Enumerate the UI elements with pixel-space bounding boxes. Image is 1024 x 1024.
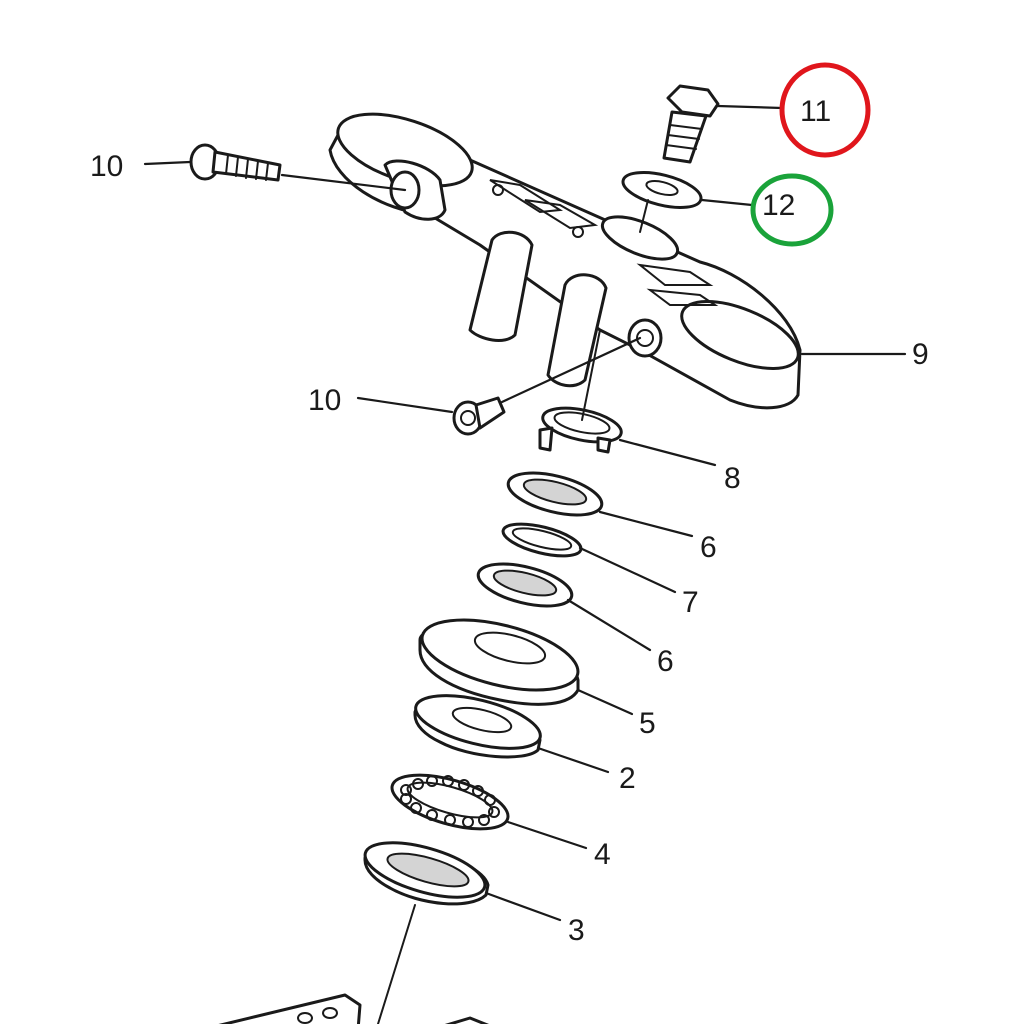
race-3-part xyxy=(363,841,490,906)
callout-7: 7 xyxy=(682,586,699,619)
callout-5: 5 xyxy=(639,707,656,740)
washer-12-part xyxy=(621,171,703,209)
highlight-circle-green xyxy=(750,173,834,247)
callout-11: 11 xyxy=(800,95,831,128)
callout-10-upper: 10 xyxy=(90,150,123,183)
callout-12: 12 xyxy=(762,189,795,222)
callout-6-lower: 6 xyxy=(657,645,674,678)
frame-fragment-part xyxy=(218,993,490,1024)
nut-6-lower-part xyxy=(476,562,574,608)
bolt-10-upper-part xyxy=(189,143,282,182)
callout-9: 9 xyxy=(912,338,929,371)
ring-8-part xyxy=(538,406,623,454)
nut-6-upper-part xyxy=(506,471,604,517)
bolt-11-part xyxy=(662,84,720,164)
highlight-circle-red xyxy=(779,62,871,158)
callout-10-lower: 10 xyxy=(308,384,341,417)
cover-5-part xyxy=(418,618,580,706)
callout-8: 8 xyxy=(724,462,741,495)
leader-lines xyxy=(143,104,907,922)
bearing-4-part xyxy=(390,773,510,831)
callout-3: 3 xyxy=(568,914,585,947)
callout-4: 4 xyxy=(594,838,611,871)
callout-6-upper: 6 xyxy=(700,531,717,564)
callout-2: 2 xyxy=(619,762,636,795)
bolt-10-lower-part xyxy=(452,396,506,436)
callout-labels: 10 11 12 9 10 8 6 7 6 5 2 4 3 xyxy=(90,95,929,947)
upper-bracket-part xyxy=(328,112,802,410)
assembly-axis-lines xyxy=(377,199,649,1024)
race-2-part xyxy=(413,694,542,759)
washer-7-part xyxy=(501,522,583,558)
